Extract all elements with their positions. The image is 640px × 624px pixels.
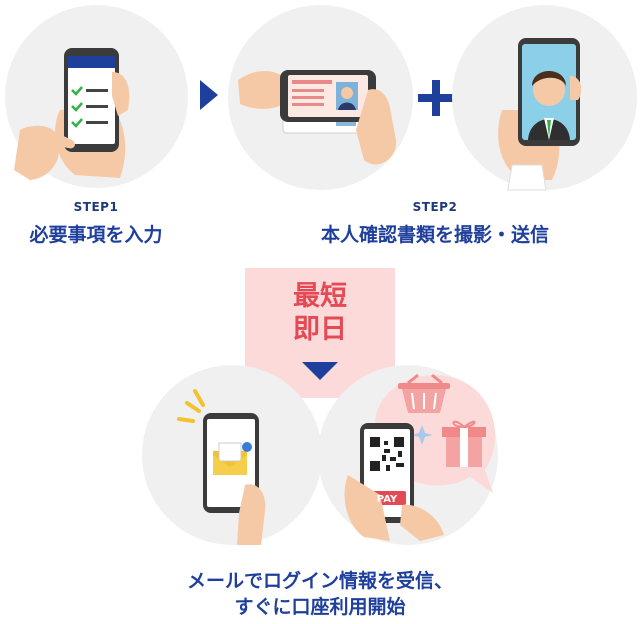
checklist-icon (71, 86, 108, 128)
step2-number: STEP2 (412, 200, 458, 214)
plus-icon (418, 80, 454, 116)
step1-number: STEP1 (73, 200, 119, 214)
step1-description: 必要事項を入力 (29, 224, 163, 246)
mail-icon (213, 442, 252, 475)
result-line2: すぐに口座利用開始 (234, 596, 406, 618)
mail-phone-illustration (177, 389, 266, 545)
result-line1: メールでログイン情報を受信、 (186, 570, 453, 592)
gift-icon (442, 420, 486, 467)
fast-badge-text: 最短 即日 (245, 280, 395, 346)
id-card-photo-illustration (238, 70, 397, 165)
pay-phone-illustration (344, 373, 486, 541)
fast-badge-line2: 即日 (293, 314, 347, 345)
shopping-basket-icon (398, 373, 450, 413)
qr-code-icon (370, 437, 404, 471)
step2-description: 本人確認書類を撮影・送信 (320, 224, 549, 246)
phone-form-illustration (14, 48, 130, 180)
selfie-phone-illustration (498, 38, 582, 191)
fast-badge-line1: 最短 (293, 281, 347, 312)
arrow-down-icon (302, 362, 338, 380)
result-text: メールでログイン情報を受信、 すぐに口座利用開始 (0, 568, 640, 620)
pay-button-label: PAY (376, 494, 398, 505)
step2-label: STEP2 本人確認書類を撮影・送信 (280, 200, 590, 247)
step1-label: STEP1 必要事項を入力 (0, 200, 192, 247)
arrow-right-icon (200, 80, 218, 110)
